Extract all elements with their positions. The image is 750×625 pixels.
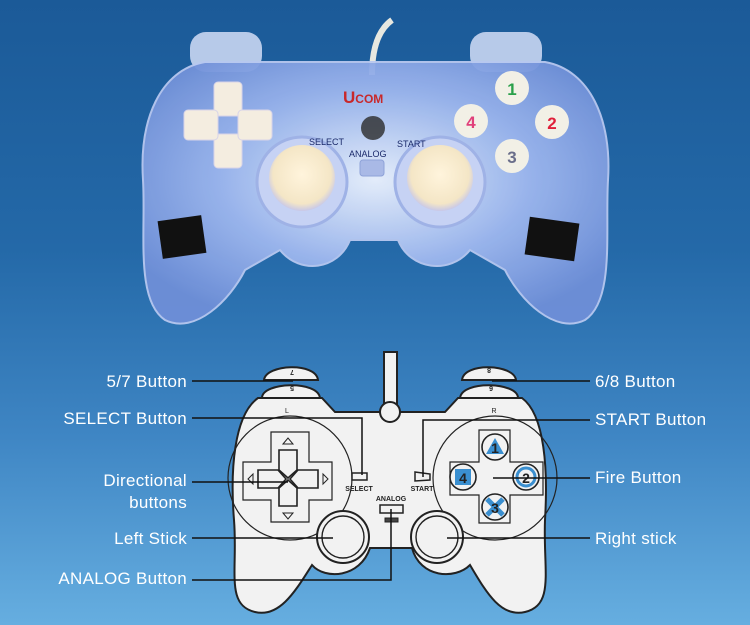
callout-57-button: 5/7 Button bbox=[106, 372, 187, 391]
diagram-right-stick-inner bbox=[415, 515, 459, 559]
callout-directional-line2: buttons bbox=[129, 493, 187, 512]
diagram-face-frame bbox=[449, 429, 544, 524]
callout-lines bbox=[192, 380, 590, 581]
diagram-right-top-shoulder-label: 8 bbox=[487, 366, 491, 373]
diagram-right-stick[interactable] bbox=[410, 510, 464, 564]
photo-face-buttons: 1 2 3 4 bbox=[454, 71, 569, 173]
photo-controller: UCOM SELECT START ANALOG 1 2 3 4 bbox=[141, 17, 610, 325]
diagram-right-bottom-shoulder-label: 6 bbox=[489, 384, 493, 391]
photo-right-grip-window bbox=[524, 216, 580, 262]
diagram-cable-base bbox=[379, 401, 401, 423]
diagram-select-button[interactable] bbox=[351, 472, 368, 481]
photo-select-label: SELECT bbox=[309, 137, 345, 147]
diagram-face-button-4: 4 bbox=[459, 470, 467, 486]
diagram-right-shoulder-top bbox=[460, 366, 518, 381]
photo-dpad bbox=[183, 81, 273, 169]
callout-68-button: 6/8 Button bbox=[595, 372, 676, 391]
diagram-right-grip-label: R bbox=[491, 408, 496, 415]
callout-line-select bbox=[192, 417, 363, 475]
photo-left-stick-cap bbox=[269, 145, 335, 211]
diagram-left-top-shoulder-label: 7 bbox=[290, 368, 294, 375]
diagram-select-label: SELECT bbox=[345, 486, 373, 493]
photo-center-dark bbox=[361, 116, 385, 140]
photo-analog-button bbox=[359, 159, 385, 177]
callout-start-button: START Button bbox=[595, 410, 707, 429]
callout-directional-line1: Directional bbox=[103, 471, 187, 490]
callout-right-stick: Right stick bbox=[595, 529, 677, 548]
diagram-analog-label: ANALOG bbox=[376, 496, 407, 503]
diagram-left-shoulder-top bbox=[262, 366, 320, 381]
photo-start-label: START bbox=[397, 139, 426, 149]
diagram-left-bottom-shoulder-label: 5 bbox=[290, 384, 294, 391]
diagram-face-buttons bbox=[449, 433, 540, 521]
photo-analog-label: ANALOG bbox=[349, 149, 387, 159]
photo-face-button-2: 2 bbox=[547, 114, 556, 133]
photo-face-button-1: 1 bbox=[507, 80, 516, 99]
photo-face-button-4: 4 bbox=[466, 113, 476, 132]
diagram-start-label: START bbox=[411, 486, 435, 493]
diagram-right-shoulder-bottom bbox=[458, 384, 520, 399]
callout-line-analog bbox=[192, 509, 392, 581]
callout-line-start bbox=[422, 419, 590, 477]
photo-right-stick-cap bbox=[407, 145, 473, 211]
callout-fire-button: Fire Button bbox=[595, 468, 682, 487]
diagram-left-grip-label: L bbox=[285, 408, 289, 415]
diagram-controller: 1 2 3 4 SELECT START ANALOG 7 5 8 6 L R bbox=[227, 351, 558, 614]
callout-left-stick: Left Stick bbox=[114, 529, 187, 548]
photo-logo: UCOM bbox=[343, 88, 383, 107]
photo-left-grip-window bbox=[157, 215, 207, 259]
diagram-dpad bbox=[247, 437, 329, 520]
diagram-face-button-1: 1 bbox=[491, 440, 499, 456]
callout-analog-button: ANALOG Button bbox=[58, 569, 187, 588]
diagram-left-stick[interactable] bbox=[316, 510, 370, 564]
callout-select-button: SELECT Button bbox=[63, 409, 187, 428]
photo-face-button-3: 3 bbox=[507, 148, 516, 167]
diagram-left-stick-inner bbox=[321, 515, 365, 559]
diagram-face-button-3: 3 bbox=[491, 500, 499, 516]
